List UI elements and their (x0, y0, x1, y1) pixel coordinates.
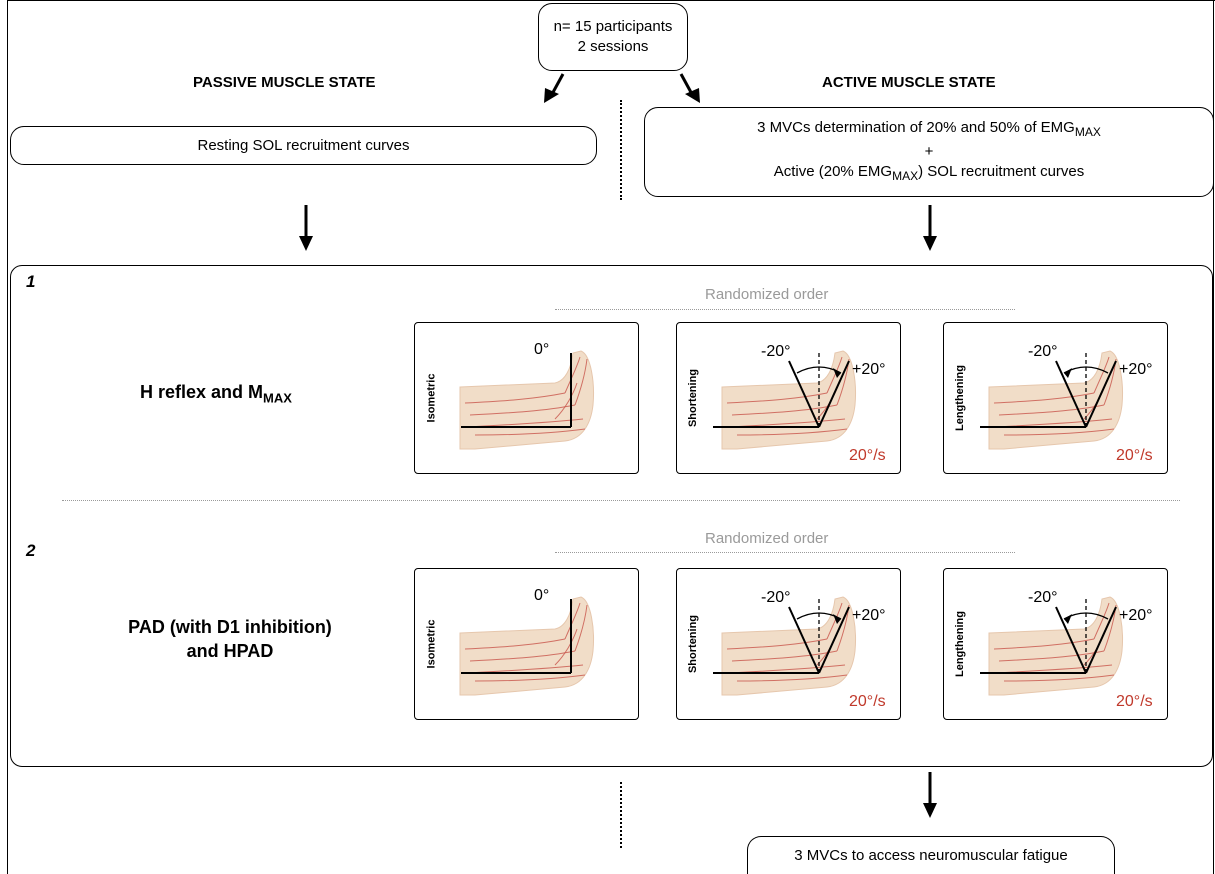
state-separator-bottom (620, 782, 622, 848)
velocity-label: 20°/s (849, 447, 886, 464)
frame-top-line (7, 0, 1215, 1)
sessions-count: 2 sessions (577, 38, 649, 55)
start-angle-label: -20° (761, 589, 791, 606)
angle-lines (980, 351, 1117, 428)
fatigue-box: 3 MVCs to access neuromuscular fatigue (747, 836, 1115, 874)
end-angle-label: +20° (852, 607, 886, 624)
resting-recruitment-box: Resting SOL recruitment curves (10, 126, 597, 165)
velocity-label: 20°/s (849, 693, 886, 710)
start-angle-label: -20° (761, 343, 791, 360)
measure-pad-line2: and HPAD (186, 641, 274, 661)
arrow-to-active (679, 73, 700, 103)
frame-right-line (1213, 0, 1214, 874)
foot-illustration (988, 596, 1123, 696)
angle-lines (713, 351, 850, 428)
randomized-order-label-1: Randomized order (705, 286, 829, 303)
active-recruitment-box: 3 MVCs determination of 20% and 50% of E… (644, 107, 1214, 197)
fatigue-label: 3 MVCs to access neuromuscular fatigue (794, 846, 1068, 864)
panel-isometric-2: Isometric 0° (414, 568, 639, 720)
panel-lengthening-2: Lengthening -20° +20° 20°/s (943, 568, 1168, 720)
angle-lines (980, 597, 1117, 674)
start-angle-label: -20° (1028, 589, 1058, 606)
end-angle-label: +20° (852, 361, 886, 378)
active-recruitment-label: Active (20% EMGMAX) SOL recruitment curv… (773, 163, 1085, 183)
measure-pad: PAD (with D1 inhibition) and HPAD (110, 615, 350, 663)
end-angle-label: +20° (1119, 607, 1153, 624)
angle-lines (461, 599, 572, 674)
panel-shortening-2: Shortening -20° +20° 20°/s (676, 568, 901, 720)
randomized-order-label-2: Randomized order (705, 530, 829, 547)
section-number-1: 1 (26, 272, 36, 291)
resting-recruitment-label: Resting SOL recruitment curves (197, 136, 410, 154)
panel-isometric-1: Isometric 0° (414, 322, 639, 474)
velocity-label: 20°/s (1116, 447, 1153, 464)
section-number-2: 2 (26, 541, 36, 560)
end-angle-label: +20° (1119, 361, 1153, 378)
angle-lines (713, 597, 850, 674)
mvc-determination-label: 3 MVCs determination of 20% and 50% of E… (757, 119, 1101, 139)
arrow-to-fatigue (923, 772, 937, 818)
section-divider (62, 500, 1180, 501)
angle-label: 0° (534, 587, 550, 604)
arrow-to-passive (544, 73, 565, 103)
passive-heading: PASSIVE MUSCLE STATE (193, 74, 376, 91)
measure-pad-line1: PAD (with D1 inhibition) (128, 617, 332, 637)
participants-count: n= 15 participants (553, 18, 673, 35)
velocity-label: 20°/s (1116, 693, 1153, 710)
panel-shortening-1: Shortening -20° +20° 20°/s (676, 322, 901, 474)
participants-box: n= 15 participants 2 sessions (538, 3, 688, 71)
randomized-order-line-2 (555, 552, 1015, 553)
randomized-order-line-1 (555, 309, 1015, 310)
panel-lengthening-1: Lengthening -20° +20° 20°/s (943, 322, 1168, 474)
start-angle-label: -20° (1028, 343, 1058, 360)
measure-h-reflex: H reflex and MMAX (140, 382, 292, 406)
state-separator-top (620, 100, 622, 200)
angle-lines (461, 353, 572, 428)
angle-label: 0° (534, 341, 550, 358)
arrow-passive-down (299, 205, 313, 251)
arrow-active-down (923, 205, 937, 251)
plus-sign: + (924, 143, 934, 160)
frame-left-line (7, 0, 8, 874)
active-heading: ACTIVE MUSCLE STATE (822, 74, 996, 91)
